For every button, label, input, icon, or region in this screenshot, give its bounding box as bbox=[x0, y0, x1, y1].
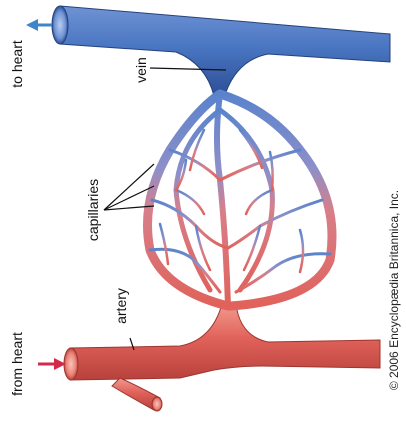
artery-label: artery bbox=[113, 288, 129, 324]
vein-label: vein bbox=[133, 57, 149, 83]
capillary-network bbox=[148, 94, 333, 306]
vein-vessel bbox=[52, 6, 390, 96]
copyright-label: © 2006 Encyclopædia Britannica, Inc. bbox=[387, 190, 401, 390]
from-heart-label: from heart bbox=[9, 332, 25, 396]
artery-vessel bbox=[64, 304, 380, 411]
from-heart-arrow bbox=[38, 358, 66, 370]
to-heart-arrow bbox=[26, 19, 52, 31]
to-heart-label: to heart bbox=[9, 40, 25, 88]
capillaries-label: capillaries bbox=[85, 179, 101, 241]
